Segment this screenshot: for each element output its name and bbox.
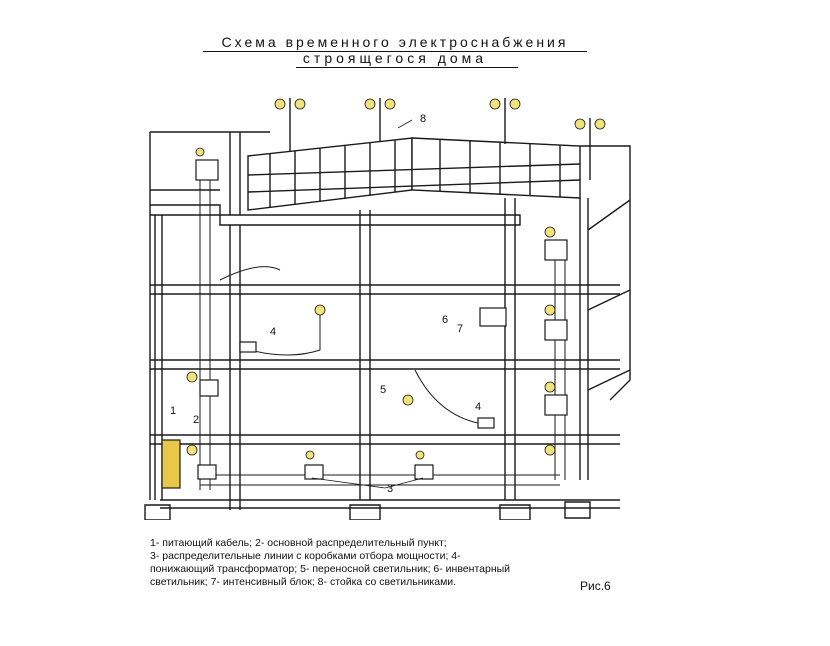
legend-line: светильник; 7- интенсивный блок; 8- стой… xyxy=(150,576,457,588)
callout-7: 7 xyxy=(457,323,463,335)
step-down-transformer xyxy=(239,341,257,353)
diagram-legend: 1- питающий кабель; 2- основной распреде… xyxy=(150,537,600,589)
floor-slab xyxy=(150,204,620,509)
callout-2: 2 xyxy=(193,414,199,426)
callout-4: 4 xyxy=(270,326,276,338)
callout-4: 4 xyxy=(475,401,481,413)
building-power-supply-diagram: 8 1 2 3 4 4 5 6 7 xyxy=(144,98,631,520)
distribution-box xyxy=(544,394,568,416)
callout-3: 3 xyxy=(387,483,393,495)
legend-line: 3- распределительные линии с коробками о… xyxy=(150,550,461,562)
intensive-unit xyxy=(479,307,507,327)
callout-5: 5 xyxy=(380,384,386,396)
main-distribution-panel xyxy=(161,439,181,489)
distribution-box xyxy=(199,379,219,397)
distribution-box xyxy=(197,464,217,480)
callout-8: 8 xyxy=(420,113,426,125)
callout-6: 6 xyxy=(442,314,448,326)
figure-label: Рис.6 xyxy=(580,579,611,593)
distribution-box xyxy=(544,239,568,261)
title-underline-1 xyxy=(203,51,587,52)
legend-line: 1- питающий кабель; 2- основной распреде… xyxy=(150,537,447,549)
distribution-box xyxy=(414,464,434,480)
building-columns xyxy=(154,198,589,500)
distribution-box xyxy=(195,159,219,181)
diagram-title-line-2: строящегося дома xyxy=(302,50,488,66)
title-underline-2 xyxy=(296,67,518,68)
callout-1: 1 xyxy=(170,405,176,417)
lamp-post xyxy=(289,98,591,180)
roof-slab xyxy=(247,137,581,211)
legend-line: понижающий трансформатор; 5- переносной … xyxy=(150,563,511,575)
distribution-box xyxy=(304,464,324,480)
distribution-box xyxy=(544,319,568,341)
step-down-transformer xyxy=(477,417,495,429)
diagram-title-line-1: Схема временного электроснабжения xyxy=(221,34,569,50)
lamp-glow xyxy=(186,98,606,460)
